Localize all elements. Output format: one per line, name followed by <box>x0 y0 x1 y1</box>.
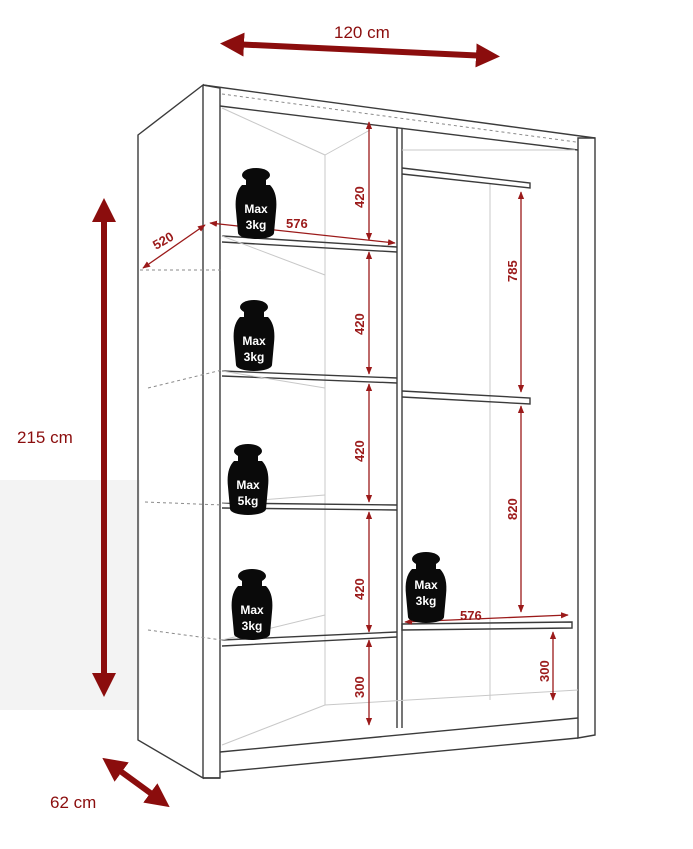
weight-2-line2: 3kg <box>244 350 265 364</box>
shelf-proj-3 <box>144 501 223 506</box>
weight-icon: Max 3kg <box>405 552 447 623</box>
shelf-proj-2 <box>147 369 223 389</box>
weight-3-line1: Max <box>236 478 260 492</box>
width-arrow-icon <box>220 32 500 68</box>
weight-icon: Max 3kg <box>233 300 275 371</box>
left-gap-2-label: 420 <box>352 313 367 335</box>
right-width-label: 576 <box>460 608 482 623</box>
hanging-rail-top <box>401 167 531 189</box>
shelf-depth-arrow <box>142 224 206 269</box>
top-dash <box>221 93 577 143</box>
weight-4-line2: 3kg <box>242 619 263 633</box>
hanging-rail-middle <box>401 390 531 405</box>
right-middle-label: 820 <box>505 498 520 520</box>
weight-3-line2: 5kg <box>238 494 259 508</box>
depth-arrow-icon <box>102 757 170 808</box>
weight-icon: Max 5kg <box>227 444 269 515</box>
left-back-top <box>324 129 371 156</box>
shelf-left-2-back <box>221 370 326 389</box>
left-gap-4-label: 420 <box>352 578 367 600</box>
left-gap-3-label: 420 <box>352 440 367 462</box>
right-upper-label: 785 <box>505 260 520 282</box>
side-panel <box>137 83 204 780</box>
overall-dimensions: 120 cm 215 cm 62 cm <box>17 23 500 812</box>
left-width-label: 576 <box>286 216 308 231</box>
weight-icon: Max 3kg <box>231 569 273 640</box>
weight-2-line1: Max <box>242 334 266 348</box>
width-label: 120 cm <box>334 23 390 42</box>
floor-shadow <box>0 480 140 710</box>
left-back-edge <box>221 107 326 746</box>
weight-1-line1: Max <box>244 202 268 216</box>
weight-1-line2: 3kg <box>246 218 267 232</box>
left-gap-1-label: 420 <box>352 186 367 208</box>
shelf-left-2 <box>221 370 398 384</box>
top-inner-edge <box>219 105 579 151</box>
shelf-right <box>401 621 573 631</box>
weight-5-line2: 3kg <box>416 594 437 608</box>
shelf-depth-label: 520 <box>150 229 176 253</box>
depth-label: 62 cm <box>50 793 96 812</box>
plinth-edge <box>219 737 579 773</box>
weight-5-line1: Max <box>414 578 438 592</box>
top-edge <box>202 84 596 139</box>
left-gap-5-label: 300 <box>352 676 367 698</box>
height-label: 215 cm <box>17 428 73 447</box>
bottom-edge <box>219 717 579 753</box>
right-lower-label: 300 <box>537 660 552 682</box>
internal-dimensions: 520 576 420 420 420 420 300 785 820 576 … <box>142 121 569 726</box>
front-left-post <box>202 84 221 779</box>
weight-icon: Max 3kg <box>235 168 277 239</box>
weight-4-line1: Max <box>240 603 264 617</box>
front-right-post <box>577 137 596 739</box>
shelf-proj-4 <box>147 629 223 641</box>
